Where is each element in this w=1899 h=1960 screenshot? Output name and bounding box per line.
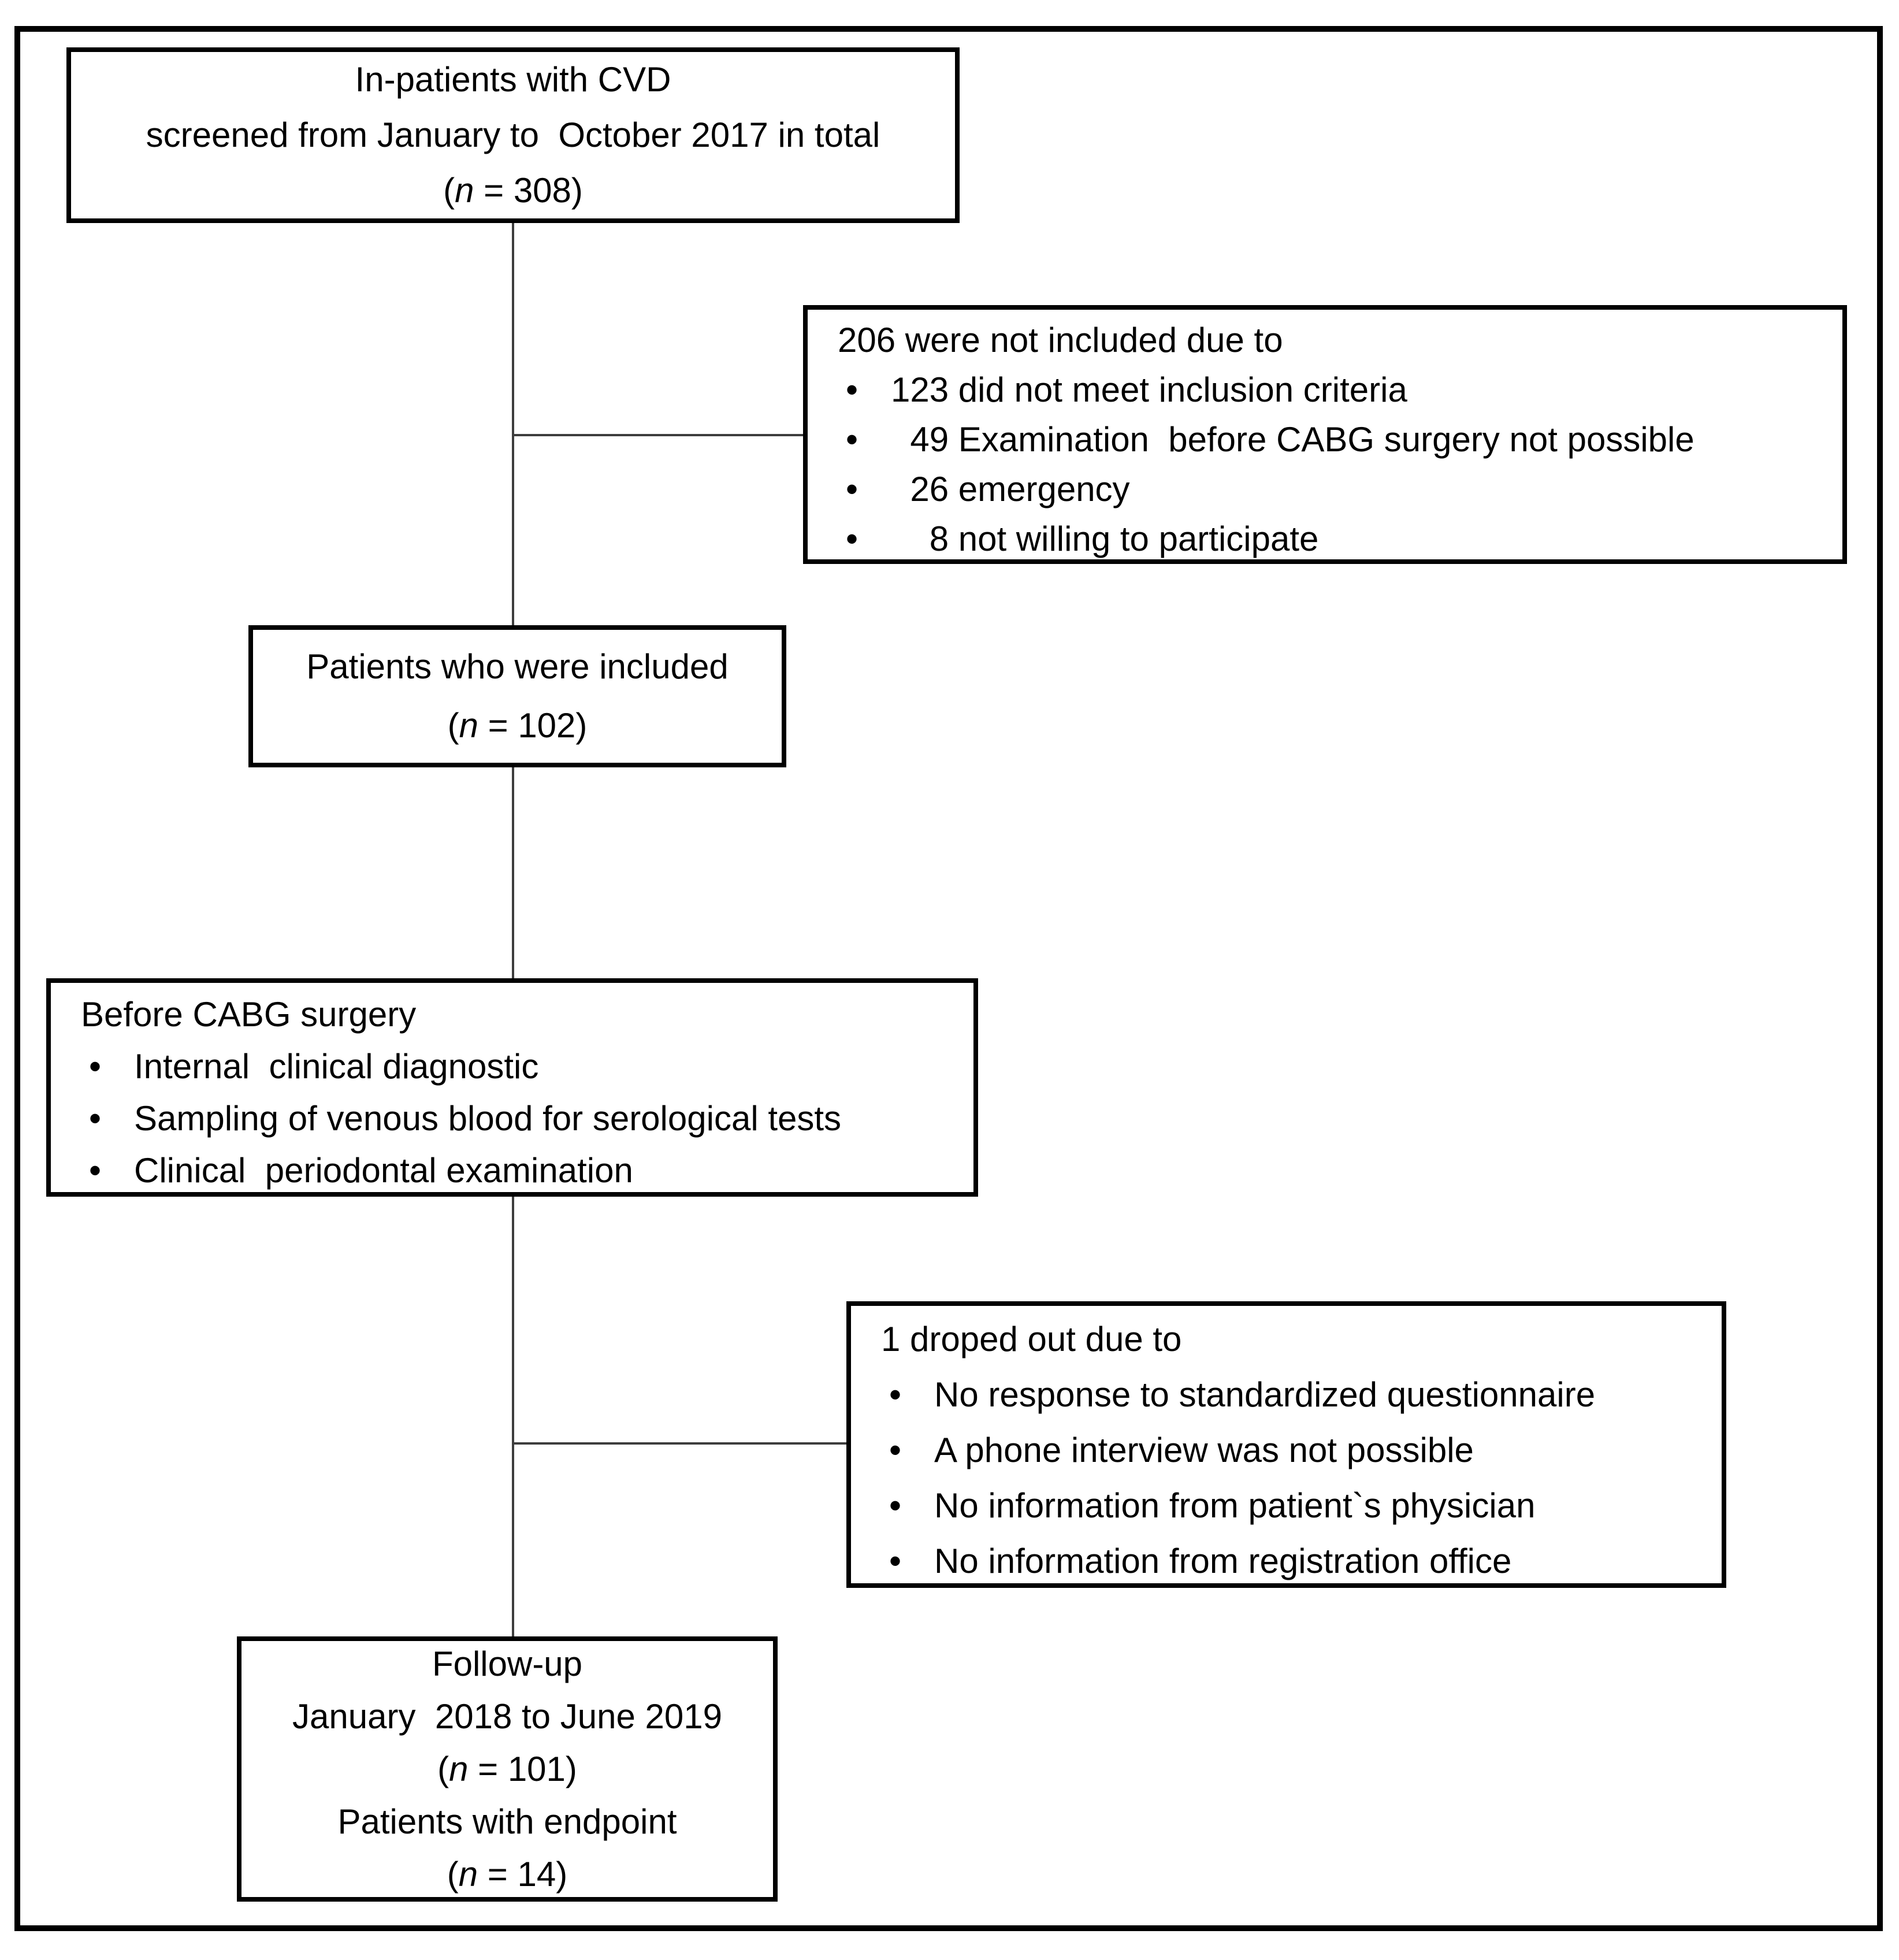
- excluded-bullet-row: • 26 emergency: [838, 465, 1826, 514]
- before-bullet-row: • Sampling of venous blood for serologic…: [81, 1093, 957, 1145]
- before-bullet-row: • Clinical periodontal examination: [81, 1145, 957, 1197]
- bullet-icon: •: [889, 1375, 902, 1414]
- bullet-icon: •: [89, 1151, 102, 1190]
- bullet-icon: •: [846, 470, 859, 508]
- excluded-bullet-row: • 49 Examination before CABG surgery not…: [838, 415, 1826, 465]
- screened-line2: screened from January to October 2017 in…: [146, 116, 880, 154]
- dropped-bullet-row: • No information from patient`s physicia…: [881, 1478, 1705, 1534]
- dropped-bullet-row: • A phone interview was not possible: [881, 1423, 1705, 1478]
- excluded-bullet-row: • 123 did not meet inclusion criteria: [838, 365, 1826, 415]
- followup-n1: (n = 101): [437, 1750, 577, 1788]
- dropped-bullet-1: No response to standardized questionnair…: [934, 1375, 1596, 1414]
- screened-line1: In-patients with CVD: [355, 60, 671, 99]
- excluded-title: 206 were not included due to: [838, 321, 1283, 359]
- followup-line1: Follow-up: [432, 1645, 583, 1683]
- dropped-bullet-row: • No response to standardized questionna…: [881, 1367, 1705, 1423]
- bullet-icon: •: [89, 1099, 102, 1138]
- dropped-bullet-row: • No information from registration offic…: [881, 1534, 1705, 1589]
- dropped-bullet-3: No information from patient`s physician: [934, 1486, 1536, 1525]
- box-excluded: 206 were not included due to • 123 did n…: [803, 305, 1847, 564]
- box-screened: In-patients with CVD screened from Janua…: [66, 47, 960, 223]
- followup-n2: (n = 14): [447, 1855, 568, 1894]
- box-before-surgery: Before CABG surgery • Internal clinical …: [46, 978, 978, 1197]
- connector-included-to-before: [512, 767, 514, 978]
- connector-branch-dropped: [513, 1442, 846, 1445]
- bullet-icon: •: [846, 420, 859, 459]
- bullet-icon: •: [889, 1486, 902, 1525]
- excluded-bullet-2: 49 Examination before CABG surgery not p…: [891, 420, 1694, 459]
- dropped-bullet-4: No information from registration office: [934, 1542, 1512, 1580]
- bullet-icon: •: [889, 1542, 902, 1580]
- box-follow-up: Follow-up January 2018 to June 2019 (n =…: [237, 1636, 778, 1902]
- before-bullet-2: Sampling of venous blood for serological…: [134, 1099, 842, 1138]
- followup-line3: Patients with endpoint: [337, 1802, 677, 1841]
- before-bullet-3: Clinical periodontal examination: [134, 1151, 633, 1190]
- included-line1: Patients who were included: [306, 647, 729, 686]
- dropped-bullet-2: A phone interview was not possible: [934, 1431, 1474, 1469]
- connector-screened-to-included: [512, 223, 514, 625]
- box-dropped-out: 1 droped out due to • No response to sta…: [846, 1301, 1726, 1588]
- screened-n: (n = 308): [443, 171, 583, 210]
- bullet-icon: •: [846, 519, 859, 558]
- followup-line2: January 2018 to June 2019: [292, 1697, 722, 1736]
- included-n: (n = 102): [447, 706, 588, 745]
- connector-branch-excluded: [513, 434, 803, 436]
- connector-before-to-followup: [512, 1197, 514, 1636]
- excluded-bullet-1: 123 did not meet inclusion criteria: [891, 370, 1407, 409]
- before-title: Before CABG surgery: [81, 995, 417, 1034]
- bullet-icon: •: [846, 370, 859, 409]
- before-bullet-row: • Internal clinical diagnostic: [81, 1041, 957, 1093]
- before-bullet-1: Internal clinical diagnostic: [134, 1047, 539, 1086]
- bullet-icon: •: [889, 1431, 902, 1469]
- bullet-icon: •: [89, 1047, 102, 1086]
- excluded-bullet-3: 26 emergency: [891, 470, 1130, 508]
- excluded-bullet-row: • 8 not willing to participate: [838, 514, 1826, 564]
- excluded-bullet-4: 8 not willing to participate: [891, 519, 1319, 558]
- dropped-title: 1 droped out due to: [881, 1320, 1182, 1358]
- box-included: Patients who were included (n = 102): [248, 625, 786, 767]
